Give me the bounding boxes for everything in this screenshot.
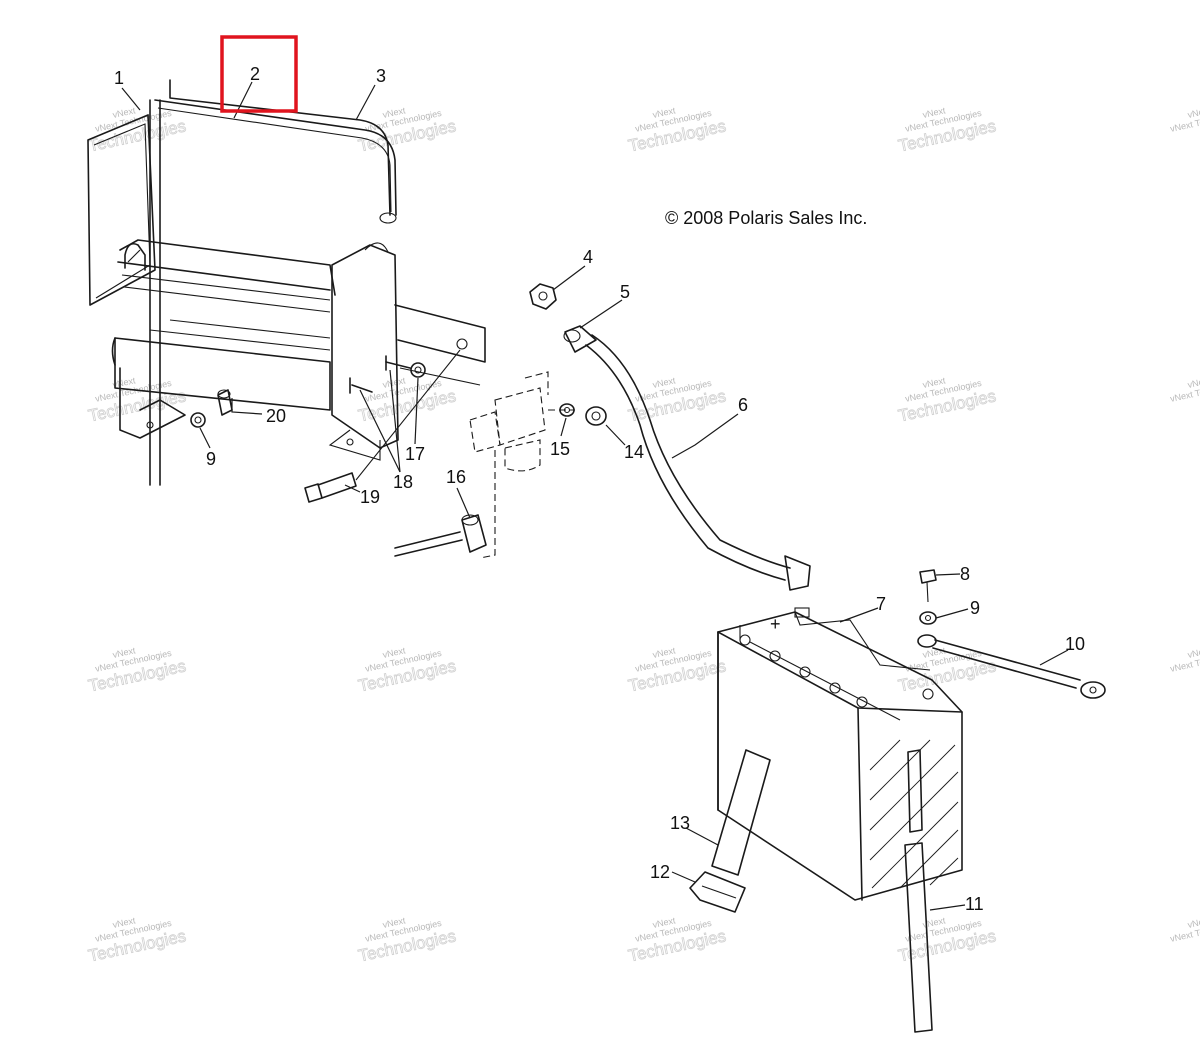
svg-text:vNext: vNext	[652, 645, 677, 660]
callout-10[interactable]: 10	[1065, 634, 1085, 654]
watermark: vNext vNext Technologies	[1169, 915, 1200, 944]
watermark: vNext vNext Technologies	[1169, 375, 1200, 404]
part-15-washer[interactable]	[559, 403, 575, 417]
callout-9-left[interactable]: 9	[206, 449, 216, 469]
svg-text:vNext: vNext	[922, 645, 947, 660]
battery-positive-mark: +	[770, 614, 781, 634]
watermark: vNext vNext Technologies Technologies	[896, 645, 998, 696]
watermark: vNext vNext Technologies Technologies	[356, 915, 458, 966]
battery-hatch	[869, 739, 959, 889]
watermark: vNext vNext Technologies Technologies	[86, 915, 188, 966]
solenoid-relay[interactable]	[469, 371, 575, 559]
part-13-strap[interactable]	[711, 749, 771, 876]
svg-text:vNext: vNext	[382, 375, 407, 390]
copyright-notice: © 2008 Polaris Sales Inc.	[665, 208, 867, 228]
part-7-battery[interactable]: +	[717, 607, 963, 901]
watermark: vNext vNext Technologies Technologies	[626, 375, 728, 426]
part-17-star-washer[interactable]	[410, 362, 426, 378]
svg-text:vNext: vNext	[382, 105, 407, 120]
watermark: vNext vNext Technologies Technologies	[896, 105, 998, 156]
part-11-vent-tube[interactable]	[904, 749, 933, 1033]
callout-7[interactable]: 7	[876, 594, 886, 614]
svg-text:vNext: vNext	[922, 105, 947, 120]
svg-text:vNext: vNext	[1187, 105, 1200, 120]
svg-text:vNext: vNext	[112, 375, 137, 390]
callout-13[interactable]: 13	[670, 813, 690, 833]
callout-20[interactable]: 20	[266, 406, 286, 426]
leader-lines	[121, 81, 1069, 911]
callout-18[interactable]: 18	[393, 472, 413, 492]
part-12-buckle[interactable]	[689, 871, 746, 913]
part-9-star-washer[interactable]	[919, 611, 937, 625]
watermark: vNext vNext Technologies Technologies	[356, 105, 458, 156]
part-1-panel[interactable]	[87, 99, 161, 486]
highlight-box	[220, 35, 298, 113]
watermark: vNext vNext Technologies Technologies	[626, 645, 728, 696]
callout-3[interactable]: 3	[376, 66, 386, 86]
svg-text:vNext: vNext	[1187, 915, 1200, 930]
side-bracket[interactable]	[328, 242, 486, 461]
callout-9-right[interactable]: 9	[970, 598, 980, 618]
part-10-negative-cable[interactable]	[917, 634, 1106, 699]
callout-17[interactable]: 17	[405, 444, 425, 464]
watermark: vNext vNext Technologies Technologies	[626, 915, 728, 966]
part-20-bolt[interactable]	[217, 389, 233, 416]
part-8-screw[interactable]	[919, 569, 937, 603]
callout-labels: 1 2 3 4 5 6 7 8 9 9 10 11 12 13 14 15 16…	[114, 64, 1085, 914]
part-18-screw[interactable]	[349, 355, 411, 394]
svg-text:vNext: vNext	[1187, 375, 1200, 390]
watermark: vNext vNext Technologies	[1169, 645, 1200, 674]
svg-text:vNext: vNext	[112, 915, 137, 930]
svg-text:vNext: vNext	[652, 105, 677, 120]
watermark: vNext vNext Technologies Technologies	[896, 375, 998, 426]
svg-text:vNext: vNext	[382, 645, 407, 660]
callout-12[interactable]: 12	[650, 862, 670, 882]
svg-text:vNext: vNext	[382, 915, 407, 930]
svg-text:vNext: vNext	[112, 105, 137, 120]
callout-14[interactable]: 14	[624, 442, 644, 462]
callout-2[interactable]: 2	[250, 64, 260, 84]
part-4-nut[interactable]	[529, 283, 557, 310]
svg-text:vNext: vNext	[922, 375, 947, 390]
part-6-positive-cable[interactable]	[585, 334, 811, 591]
callout-15[interactable]: 15	[550, 439, 570, 459]
callout-6[interactable]: 6	[738, 395, 748, 415]
battery-box-tray[interactable]	[111, 239, 336, 411]
callout-1[interactable]: 1	[114, 68, 124, 88]
part-9-star-washer[interactable]	[190, 412, 206, 428]
callout-8[interactable]: 8	[960, 564, 970, 584]
part-19-bolt[interactable]	[304, 349, 461, 503]
callout-4[interactable]: 4	[583, 247, 593, 267]
part-14-nut[interactable]	[585, 406, 607, 426]
callout-16[interactable]: 16	[446, 467, 466, 487]
svg-text:vNext: vNext	[652, 375, 677, 390]
svg-text:vNext: vNext	[652, 915, 677, 930]
svg-text:vNext: vNext	[1187, 645, 1200, 660]
watermark: vNext vNext Technologies Technologies	[86, 375, 188, 426]
callout-11[interactable]: 11	[965, 894, 984, 914]
svg-text:vNext: vNext	[112, 645, 137, 660]
part-5-terminal-boot[interactable]	[563, 325, 597, 353]
watermark-layer: vNext vNext Technologies Technologies vN…	[86, 105, 1200, 966]
part-2-cover[interactable]	[154, 79, 397, 224]
callout-5[interactable]: 5	[620, 282, 630, 302]
watermark: vNext vNext Technologies Technologies	[356, 645, 458, 696]
svg-text:vNext: vNext	[922, 915, 947, 930]
watermark: vNext vNext Technologies Technologies	[356, 375, 458, 426]
part-16-cable[interactable]	[394, 514, 487, 557]
watermark: vNext vNext Technologies Technologies	[86, 645, 188, 696]
watermark: vNext vNext Technologies	[1169, 105, 1200, 134]
lower-left-bracket[interactable]	[119, 367, 186, 439]
watermark: vNext vNext Technologies Technologies	[626, 105, 728, 156]
callout-19[interactable]: 19	[360, 487, 380, 507]
